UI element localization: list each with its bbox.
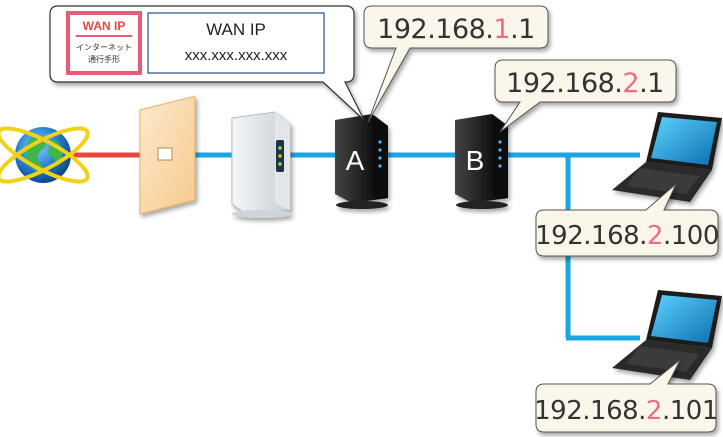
- laptop-1-ip-suffix: .100: [663, 221, 719, 251]
- wan-ip-badge-line1: インターネット: [76, 43, 132, 52]
- router-b-ip: 192.168.2.1: [506, 68, 664, 99]
- router-a: A: [335, 114, 388, 209]
- wan-ip-callout: WAN IP インターネット 通行手形 WAN IP xxx.xxx.xxx.x…: [49, 5, 365, 121]
- router-icon: [455, 114, 508, 209]
- laptop-1-ip-callout: 192.168.2.100: [535, 183, 719, 257]
- router-icon: [335, 114, 388, 209]
- wan-ip-card-title: WAN IP: [206, 20, 266, 39]
- router-b-label: B: [466, 145, 485, 176]
- laptop-2: [612, 290, 722, 380]
- laptop-1-ip: 192.168.2.100: [535, 221, 719, 251]
- wan-ip-card-value: xxx.xxx.xxx.xxx: [185, 47, 288, 64]
- globe-icon: [0, 126, 90, 184]
- router-b: B: [455, 114, 508, 209]
- laptop-2-ip: 192.168.2.101: [534, 396, 718, 426]
- laptop-icon: [612, 290, 722, 380]
- router-a-ip-subnet: 1: [493, 14, 510, 45]
- router-a-ip-prefix: 192.168.: [377, 14, 493, 45]
- laptop-2-ip-callout: 192.168.2.101: [534, 359, 718, 433]
- wan-ip-badge-title: WAN IP: [83, 19, 126, 33]
- router-b-ip-subnet: 2: [622, 68, 639, 99]
- wan-ip-card: WAN IP xxx.xxx.xxx.xxx: [147, 12, 325, 74]
- modem-icon: [231, 111, 292, 218]
- laptop-1-ip-subnet: 2: [647, 221, 663, 251]
- router-a-ip-suffix: .1: [510, 14, 535, 45]
- laptop-2-ip-suffix: .101: [662, 396, 718, 426]
- laptop-1-ip-prefix: 192.168.: [535, 221, 647, 251]
- laptop-icon: [612, 112, 722, 202]
- wan-ip-badge: WAN IP インターネット 通行手形: [66, 11, 142, 75]
- wan-ip-badge-line2: 通行手形: [88, 54, 120, 64]
- router-a-label: A: [346, 145, 365, 176]
- router-b-ip-suffix: .1: [639, 68, 664, 99]
- laptop-2-ip-prefix: 192.168.: [534, 396, 646, 426]
- router-a-ip: 192.168.1.1: [377, 14, 535, 45]
- router-b-ip-callout: 192.168.2.1: [494, 59, 677, 133]
- router-a-ip-callout: 192.168.1.1: [363, 5, 549, 123]
- router-b-ip-prefix: 192.168.: [506, 68, 622, 99]
- laptop-1: [612, 112, 722, 202]
- wall-outlet-icon: [139, 95, 196, 215]
- laptop-2-ip-subnet: 2: [646, 396, 662, 426]
